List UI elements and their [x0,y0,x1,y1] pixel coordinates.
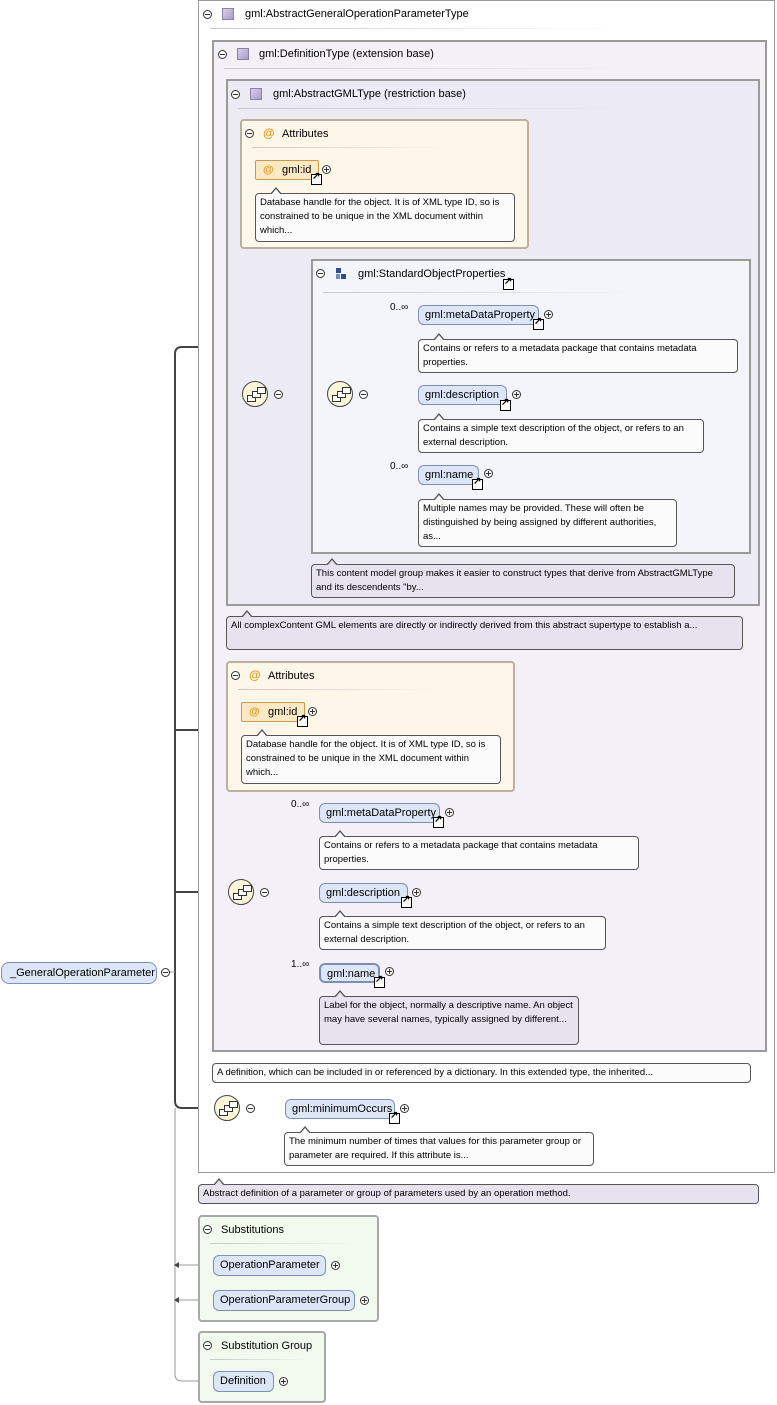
group-icon [336,268,348,280]
def-element-metadata-property-doc: Contains or refers to a metadata package… [319,830,639,870]
element-link-icon[interactable] [389,1110,400,1124]
substitution-operation-parameter-group[interactable]: OperationParameterGroup [213,1290,355,1311]
element-expand-toggle[interactable] [385,967,394,976]
definition-type-icon [237,48,249,60]
element-expand-toggle[interactable] [412,888,421,897]
occurrence-label: 0..∞ [390,302,409,313]
substitution-group-label: Substitution Group [221,1340,313,1352]
substitution-group-collapse-toggle[interactable] [203,1341,212,1350]
root-collapse-toggle[interactable] [161,968,170,977]
def-attributes-collapse-toggle[interactable] [231,671,240,680]
attribute-expand-toggle[interactable] [322,165,331,174]
attribute-expand-toggle[interactable] [308,707,317,716]
definition-type-doc: A definition, which can be included in o… [212,1063,751,1083]
def-element-description[interactable]: gml:description [319,883,408,903]
type-doc: Abstract definition of a parameter or gr… [198,1178,759,1204]
substitution-group-definition[interactable]: Definition [213,1371,274,1392]
element-expand-toggle[interactable] [512,390,521,399]
def-element-description-doc: Contains a simple text description of th… [319,910,606,950]
element-link-icon[interactable] [533,316,544,330]
attribute-at-icon: @ [263,126,275,140]
definition-type-collapse-toggle[interactable] [218,50,227,59]
complex-type-icon [222,8,234,20]
substitution-expand-toggle[interactable] [331,1261,340,1270]
element-metadata-property-doc: Contains or refers to a metadata package… [418,333,738,373]
type-title[interactable]: gml:AbstractGeneralOperationParameterTyp… [245,8,469,20]
std-group-link-icon[interactable] [503,276,514,290]
attributes-label: Attributes [282,128,329,140]
minimum-occurs-doc: The minimum number of times that values … [284,1126,594,1166]
element-expand-toggle[interactable] [484,469,493,478]
abstract-gml-doc: All complexContent GML elements are dire… [226,610,743,650]
abstract-gml-type-icon [250,88,262,100]
def-attribute-gml-id[interactable]: @ gml:id [241,702,305,722]
element-expand-toggle[interactable] [400,1104,409,1113]
element-name-doc: Multiple names may be provided. These wi… [418,493,677,547]
attribute-at-icon: @ [249,668,261,682]
std-group-collapse-toggle[interactable] [316,269,325,278]
sequence-icon [228,879,254,905]
definition-type-title[interactable]: gml:DefinitionType (extension base) [259,48,434,60]
occurrence-label: 0..∞ [390,461,409,472]
reference-link-icon[interactable] [311,171,322,185]
def-sequence-collapse-toggle[interactable] [260,888,269,897]
sequence-icon [214,1095,240,1121]
def-element-name-doc: Label for the object, normally a descrip… [319,990,579,1045]
def-element-metadata-property[interactable]: gml:metaDataProperty [319,803,440,823]
std-sequence-collapse-toggle[interactable] [359,390,368,399]
reference-link-icon[interactable] [297,713,308,727]
element-link-icon[interactable] [472,476,483,490]
def-element-name[interactable]: gml:name [319,963,380,983]
gml-sequence-collapse-toggle[interactable] [274,390,283,399]
attribute-gml-id-doc: Database handle for the object. It is of… [255,187,515,242]
abstract-gml-title[interactable]: gml:AbstractGMLType (restriction base) [273,88,466,100]
occurrence-label: 1..∞ [291,959,310,970]
element-name[interactable]: gml:name [418,465,479,485]
min-sequence-collapse-toggle[interactable] [246,1104,255,1113]
root-element[interactable]: _GeneralOperationParameter [1,962,157,984]
sequence-icon [327,381,353,407]
std-group-title[interactable]: gml:StandardObjectProperties [358,268,506,280]
occurrence-label: 0..∞ [291,799,310,810]
substitution-group-expand-toggle[interactable] [279,1377,288,1386]
element-minimum-occurs[interactable]: gml:minimumOccurs [285,1099,395,1119]
element-link-icon[interactable] [500,397,511,411]
element-link-icon[interactable] [374,974,385,988]
element-description-doc: Contains a simple text description of th… [418,413,704,453]
def-attribute-gml-id-doc: Database handle for the object. It is of… [241,729,501,784]
std-group-doc: This content model group makes it easier… [311,558,735,598]
abstract-gml-collapse-toggle[interactable] [231,90,240,99]
element-metadata-property[interactable]: gml:metaDataProperty [418,305,539,325]
element-link-icon[interactable] [401,894,412,908]
type-collapse-toggle[interactable] [203,10,212,19]
attribute-gml-id[interactable]: @ gml:id [255,160,319,180]
def-attributes-label: Attributes [268,670,315,682]
element-link-icon[interactable] [433,814,444,828]
substitution-expand-toggle[interactable] [360,1296,369,1305]
element-expand-toggle[interactable] [445,808,454,817]
substitutions-collapse-toggle[interactable] [203,1225,212,1234]
attributes-collapse-toggle[interactable] [245,129,254,138]
element-description[interactable]: gml:description [418,385,507,405]
sequence-icon [242,381,268,407]
substitutions-label: Substitutions [221,1224,284,1236]
element-expand-toggle[interactable] [544,310,553,319]
substitution-operation-parameter[interactable]: OperationParameter [213,1255,326,1276]
